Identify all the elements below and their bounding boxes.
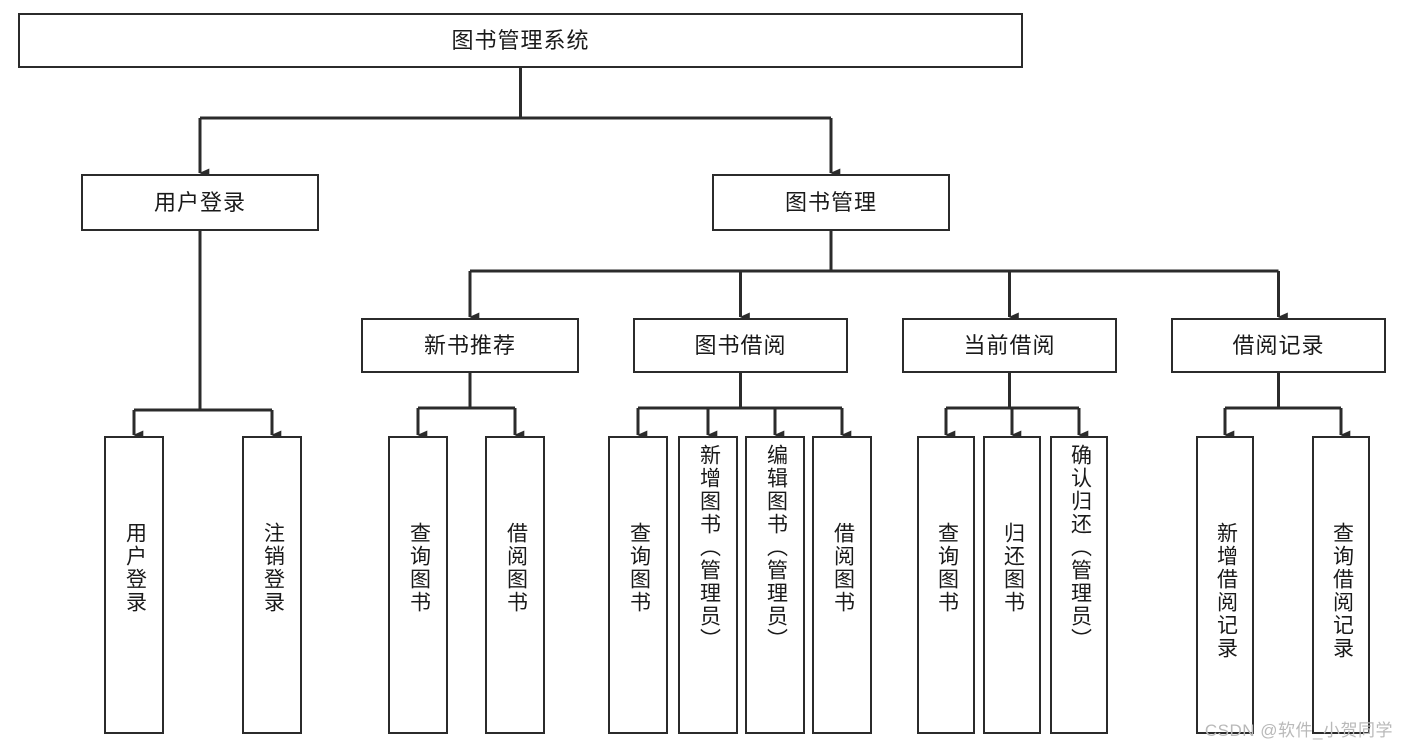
node-leaf-user-login[interactable]: 用户登录 — [104, 436, 164, 734]
node-borrow-record[interactable]: 借阅记录 — [1171, 318, 1386, 373]
node-label: 查询借阅记录 — [1330, 522, 1354, 660]
node-label: 借阅图书 — [831, 522, 855, 614]
node-leaf-query-1[interactable]: 查询图书 — [388, 436, 448, 734]
node-label: 图书管理系统 — [451, 27, 590, 53]
node-label: 用户登录 — [153, 189, 246, 215]
node-leaf-add-rec[interactable]: 新增借阅记录 — [1196, 436, 1254, 734]
node-label: 图书借阅 — [694, 332, 787, 358]
node-label: 借阅记录 — [1232, 332, 1325, 358]
node-label: 当前借阅 — [963, 332, 1056, 358]
node-label: 归还图书 — [1001, 522, 1025, 614]
node-label: 查询图书 — [935, 522, 959, 614]
node-label: 图书管理 — [784, 189, 877, 215]
node-leaf-edit-book[interactable]: 编辑图书（管理员） — [745, 436, 805, 734]
node-current-borrow[interactable]: 当前借阅 — [902, 318, 1117, 373]
node-label: 新书推荐 — [423, 332, 516, 358]
node-book-borrow[interactable]: 图书借阅 — [633, 318, 848, 373]
node-leaf-query-2[interactable]: 查询图书 — [608, 436, 668, 734]
node-label: 查询图书 — [627, 522, 651, 614]
node-label: 新增借阅记录 — [1214, 522, 1238, 660]
node-leaf-borrow-2[interactable]: 借阅图书 — [812, 436, 872, 734]
node-root[interactable]: 图书管理系统 — [18, 13, 1023, 68]
node-label: 用户登录 — [123, 522, 147, 614]
node-leaf-add-book[interactable]: 新增图书（管理员） — [678, 436, 738, 734]
node-user-login[interactable]: 用户登录 — [81, 174, 319, 231]
tree-connectors — [132, 68, 1351, 440]
node-leaf-query-rec[interactable]: 查询借阅记录 — [1312, 436, 1370, 734]
node-label: 确认归还（管理员） — [1068, 444, 1092, 651]
node-new-book-rec[interactable]: 新书推荐 — [361, 318, 579, 373]
node-leaf-confirm[interactable]: 确认归还（管理员） — [1050, 436, 1108, 734]
node-label: 查询图书 — [407, 522, 431, 614]
node-leaf-return[interactable]: 归还图书 — [983, 436, 1041, 734]
node-label: 借阅图书 — [504, 522, 528, 614]
node-book-manage[interactable]: 图书管理 — [712, 174, 950, 231]
node-label: 注销登录 — [261, 522, 285, 614]
node-leaf-logout[interactable]: 注销登录 — [242, 436, 302, 734]
node-leaf-query-3[interactable]: 查询图书 — [917, 436, 975, 734]
node-label: 编辑图书（管理员） — [764, 444, 788, 651]
watermark-text: CSDN @软件_小贺同学 — [1204, 721, 1393, 740]
node-leaf-borrow-1[interactable]: 借阅图书 — [485, 436, 545, 734]
node-label: 新增图书（管理员） — [697, 444, 721, 651]
